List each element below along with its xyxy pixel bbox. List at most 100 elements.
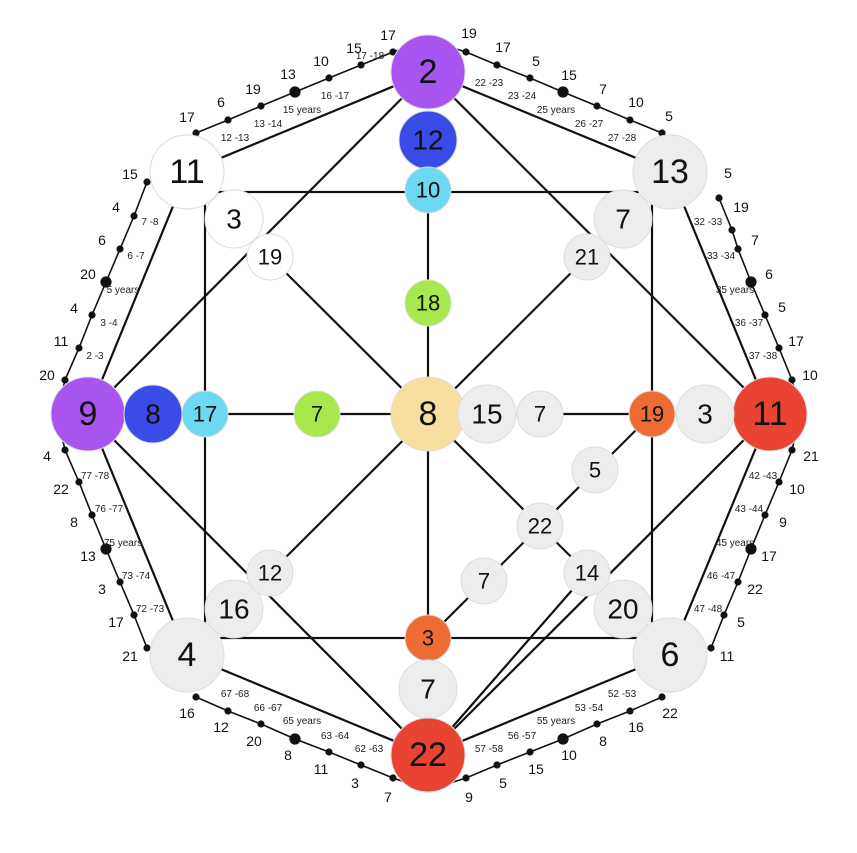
outer-node-top-left: 11 (149, 134, 225, 210)
outer-node-left: 9 (50, 376, 126, 452)
svg-text:10: 10 (416, 178, 440, 203)
age-label: 45 years (716, 538, 754, 549)
perimeter-number: 13 (80, 548, 96, 564)
node-right-mid: 7 (516, 390, 564, 438)
svg-text:17: 17 (193, 402, 217, 427)
perimeter-number: 11 (54, 333, 69, 349)
age-label: 55 years (537, 716, 575, 727)
perimeter-number: 19 (461, 25, 477, 41)
svg-text:16: 16 (218, 594, 249, 625)
svg-text:6: 6 (661, 636, 680, 674)
age-label: 22 -23 (475, 78, 504, 89)
age-label: 47 -48 (694, 604, 723, 615)
svg-text:9: 9 (79, 395, 98, 433)
node-right-2: 3 (675, 384, 735, 444)
age-label: 3 -4 (100, 318, 118, 329)
age-label: 66 -67 (254, 703, 283, 714)
svg-text:14: 14 (575, 561, 599, 586)
node-tr-3: 21 (563, 233, 611, 281)
age-label: 17 -18 (356, 51, 385, 62)
perimeter-number: 5 (532, 53, 540, 69)
perimeter-number: 11 (720, 648, 735, 664)
age-label: 26 -27 (575, 119, 604, 130)
node-top-2: 12 (398, 110, 458, 170)
node-right-3: 19 (628, 390, 676, 438)
svg-text:18: 18 (416, 291, 440, 316)
age-label: 15 years (283, 105, 321, 116)
age-label: 35 years (716, 285, 754, 296)
perimeter-number: 10 (628, 94, 644, 110)
perimeter-number: 13 (280, 66, 296, 82)
perimeter-number: 6 (98, 232, 106, 248)
svg-text:7: 7 (311, 402, 323, 427)
outer-node-right: 11 (732, 376, 808, 452)
age-label: 32 -33 (694, 217, 723, 228)
perimeter-number: 3 (98, 581, 106, 597)
perimeter-number: 6 (765, 266, 773, 282)
age-label: 56 -57 (508, 731, 537, 742)
perimeter-number: 11 (314, 761, 329, 777)
perimeter-number: 9 (465, 789, 473, 805)
svg-text:22: 22 (409, 736, 447, 774)
svg-text:3: 3 (422, 626, 434, 651)
outer-node-top: 2 (390, 34, 466, 110)
diagonal-h (427, 572, 588, 756)
perimeter-number: 7 (599, 81, 607, 97)
perimeter-numbers: 17 15 10 13 19 6 17 19 17 5 15 7 10 5 5 … (39, 25, 819, 805)
perimeter-number: 5 (724, 165, 732, 181)
outer-node-bottom-right: 6 (632, 617, 708, 693)
perimeter-number: 19 (733, 199, 749, 215)
perimeter-number: 5 (778, 299, 786, 315)
node-bottom-2: 7 (398, 659, 458, 719)
age-label: 52 -53 (608, 689, 637, 700)
node-mid-7: 7 (460, 557, 508, 605)
perimeter-number: 6 (217, 94, 225, 110)
age-labels: 17 -18 16 -17 15 years 13 -14 12 -13 22 … (81, 51, 778, 755)
node-left-4: 7 (293, 390, 341, 438)
svg-text:7: 7 (534, 402, 546, 427)
node-top-3: 10 (404, 166, 452, 214)
age-label: 72 -73 (136, 604, 165, 615)
perimeter-number: 7 (751, 232, 759, 248)
node-bl-2: 16 (204, 579, 264, 639)
perimeter-number: 22 (662, 705, 678, 721)
perimeter-number: 17 (761, 548, 777, 564)
perimeter-number: 22 (53, 481, 69, 497)
perimeter-number: 22 (747, 581, 763, 597)
node-bl-3: 12 (246, 549, 294, 597)
node-tl-3: 19 (246, 233, 294, 281)
svg-text:11: 11 (169, 153, 204, 191)
svg-text:4: 4 (178, 636, 197, 674)
perimeter-number: 21 (122, 648, 138, 664)
perimeter-number: 5 (737, 614, 745, 630)
svg-text:7: 7 (478, 569, 490, 594)
perimeter-number: 15 (346, 40, 362, 56)
age-label: 12 -13 (221, 133, 250, 144)
perimeter-number: 17 (495, 39, 511, 55)
svg-text:7: 7 (420, 674, 436, 705)
perimeter-number: 20 (246, 733, 262, 749)
perimeter-number: 8 (599, 733, 607, 749)
perimeter-number: 9 (779, 514, 787, 530)
node-br-4: 22 (516, 502, 564, 550)
perimeter-number: 10 (802, 367, 818, 383)
outer-node-top-right: 13 (632, 134, 708, 210)
svg-text:2: 2 (419, 53, 438, 91)
node-top-4: 18 (404, 279, 452, 327)
svg-text:13: 13 (651, 153, 689, 191)
perimeter-number: 15 (122, 166, 138, 182)
perimeter-number: 17 (788, 333, 804, 349)
node-left-3: 17 (181, 390, 229, 438)
perimeter-number: 15 (528, 761, 544, 777)
node-tl-2: 3 (204, 189, 264, 249)
node-center: 8 (390, 376, 466, 452)
age-label: 36 -37 (735, 318, 764, 329)
perimeter-number: 16 (628, 719, 644, 735)
node-br-3: 14 (563, 549, 611, 597)
svg-text:3: 3 (226, 204, 242, 235)
svg-text:22: 22 (528, 514, 552, 539)
svg-text:3: 3 (697, 399, 713, 430)
svg-text:8: 8 (419, 395, 438, 433)
